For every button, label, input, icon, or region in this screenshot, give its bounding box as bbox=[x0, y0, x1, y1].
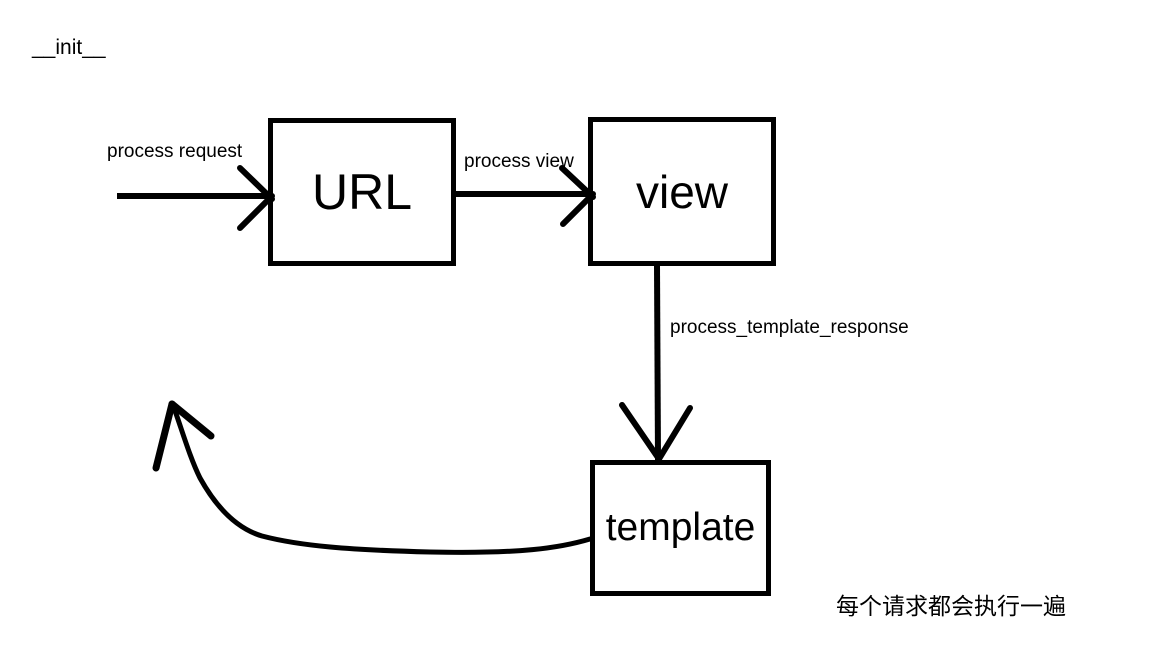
edge-label-process-template-response: process_template_response bbox=[670, 317, 909, 338]
edge-process-template-response bbox=[619, 265, 693, 462]
node-label-url: URL bbox=[311, 164, 413, 220]
diagram-note: 每个请求都会执行一遍 bbox=[836, 593, 1066, 619]
node-label-view: view bbox=[635, 165, 729, 218]
edge-process-request bbox=[117, 165, 275, 231]
edge-template-return bbox=[152, 400, 593, 555]
edge-label-process-request: process request bbox=[107, 141, 243, 162]
node-label-template: template bbox=[605, 506, 756, 549]
edge-process-view bbox=[455, 165, 596, 227]
edge-label-process-view: process view bbox=[464, 151, 574, 172]
diagram-title: __init__ bbox=[32, 36, 106, 59]
